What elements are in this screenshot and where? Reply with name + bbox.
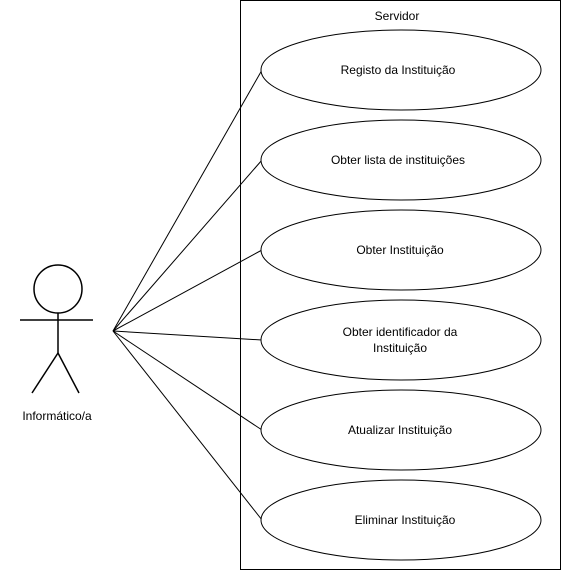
- association-line-1: [112, 69, 263, 332]
- actor-leg-left: [31, 352, 59, 394]
- use-case-registo[interactable]: Registo da Instituição: [260, 29, 542, 111]
- association-line-2: [112, 159, 263, 332]
- use-case-ellipse: [260, 209, 542, 291]
- actor-label: Informático/a: [22, 409, 92, 423]
- use-case-ellipse: [260, 29, 542, 111]
- use-case-obter-instituicao[interactable]: Obter Instituição: [260, 209, 542, 291]
- stick-figure-icon: [20, 264, 93, 394]
- association-line-5: [112, 330, 263, 431]
- use-case-ellipse: [260, 119, 542, 201]
- use-case-label: Eliminar Instituição: [355, 513, 456, 527]
- use-case-label: Registo da Instituição: [341, 63, 456, 77]
- use-case-label-line-1: Obter identificador da: [343, 325, 458, 339]
- actor-head: [33, 264, 83, 314]
- association-line-4: [112, 330, 263, 341]
- use-case-atualizar[interactable]: Atualizar Instituição: [260, 389, 542, 471]
- use-case-obter-lista[interactable]: Obter lista de instituições: [260, 119, 542, 201]
- association-lines: [112, 69, 263, 521]
- use-case-eliminar[interactable]: Eliminar Instituição: [260, 479, 542, 561]
- use-case-ellipse: [260, 299, 542, 381]
- system-title: Servidor: [375, 9, 420, 23]
- use-case-label: Obter Instituição: [356, 243, 444, 257]
- use-case-label: Obter lista de instituições: [331, 153, 465, 167]
- actor[interactable]: Informático/a: [20, 264, 93, 423]
- association-line-3: [112, 249, 263, 332]
- use-case-ellipse: [260, 479, 542, 561]
- association-line-6: [112, 330, 263, 521]
- use-case-obter-identificador[interactable]: Obter identificador da Instituição: [260, 299, 542, 381]
- use-case-label-line-2: Instituição: [373, 341, 427, 355]
- actor-leg-right: [57, 352, 80, 394]
- use-case-label: Atualizar Instituição: [348, 423, 452, 437]
- use-case-ellipse: [260, 389, 542, 471]
